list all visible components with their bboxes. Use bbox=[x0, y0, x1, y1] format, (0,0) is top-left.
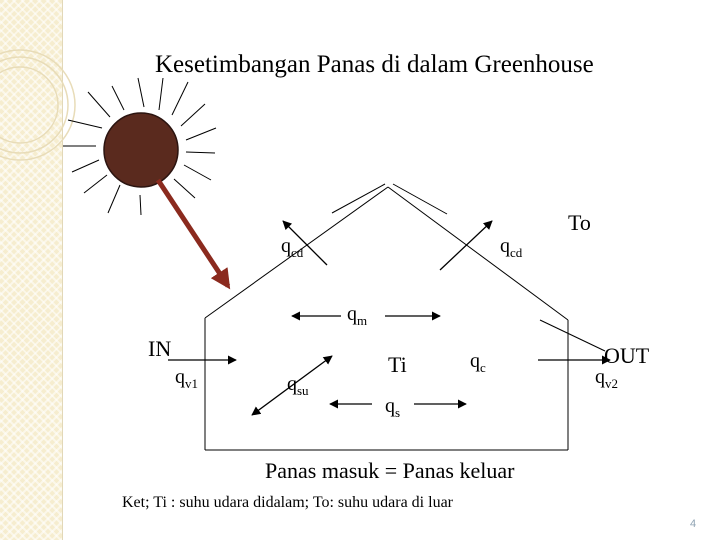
qsu-arrow bbox=[251, 355, 333, 416]
qcd-right-label: qcd bbox=[500, 235, 523, 260]
page-title: Kesetimbangan Panas di dalam Greenhouse bbox=[155, 51, 594, 78]
qsu-main: q bbox=[287, 373, 297, 395]
decorative-side-strip bbox=[0, 0, 62, 540]
sun-rays bbox=[63, 77, 217, 216]
qv2-main: q bbox=[595, 366, 605, 388]
qcd-left-label: qcd bbox=[281, 235, 304, 260]
qv2-label: qv2 bbox=[595, 366, 618, 391]
qcd-left-sub: cd bbox=[291, 245, 304, 260]
in-label: IN bbox=[148, 336, 171, 361]
qsu-sub: su bbox=[297, 383, 309, 398]
qm-sub: m bbox=[357, 313, 367, 328]
decorative-rings bbox=[0, 49, 76, 161]
qm-main: q bbox=[347, 303, 357, 325]
qc-sub: c bbox=[480, 360, 486, 375]
side-strip-edge bbox=[62, 0, 63, 540]
qv1-label: qv1 bbox=[175, 366, 198, 391]
greenhouse-outline bbox=[204, 186, 569, 451]
qcd-left-arrow bbox=[282, 220, 328, 266]
qv1-main: q bbox=[175, 366, 185, 388]
to-label: To bbox=[568, 210, 591, 235]
qcd-left-main: q bbox=[281, 235, 291, 257]
qc-label: qc bbox=[470, 350, 486, 375]
qcd-right-main: q bbox=[500, 235, 510, 257]
balance-equation: Panas masuk = Panas keluar bbox=[265, 458, 515, 483]
qcd-right-sub: cd bbox=[510, 245, 523, 260]
qv2-sub: v2 bbox=[605, 376, 618, 391]
qs-label: qs bbox=[385, 395, 400, 420]
solar-radiation-arrow bbox=[155, 178, 231, 290]
roof-panels bbox=[331, 183, 606, 352]
sun-icon bbox=[103, 112, 179, 188]
ti-label: Ti bbox=[388, 352, 407, 377]
qm-label: qm bbox=[347, 303, 367, 328]
qs-sub: s bbox=[395, 405, 400, 420]
qc-main: q bbox=[470, 350, 480, 372]
qsu-label: qsu bbox=[287, 373, 309, 398]
qcd-right-arrow bbox=[439, 220, 493, 271]
qv1-sub: v1 bbox=[185, 376, 198, 391]
qs-main: q bbox=[385, 395, 395, 417]
out-label: OUT bbox=[604, 343, 650, 368]
page-number: 4 bbox=[690, 518, 696, 530]
legend-note: Ket; Ti : suhu udara didalam; To: suhu u… bbox=[122, 494, 454, 511]
